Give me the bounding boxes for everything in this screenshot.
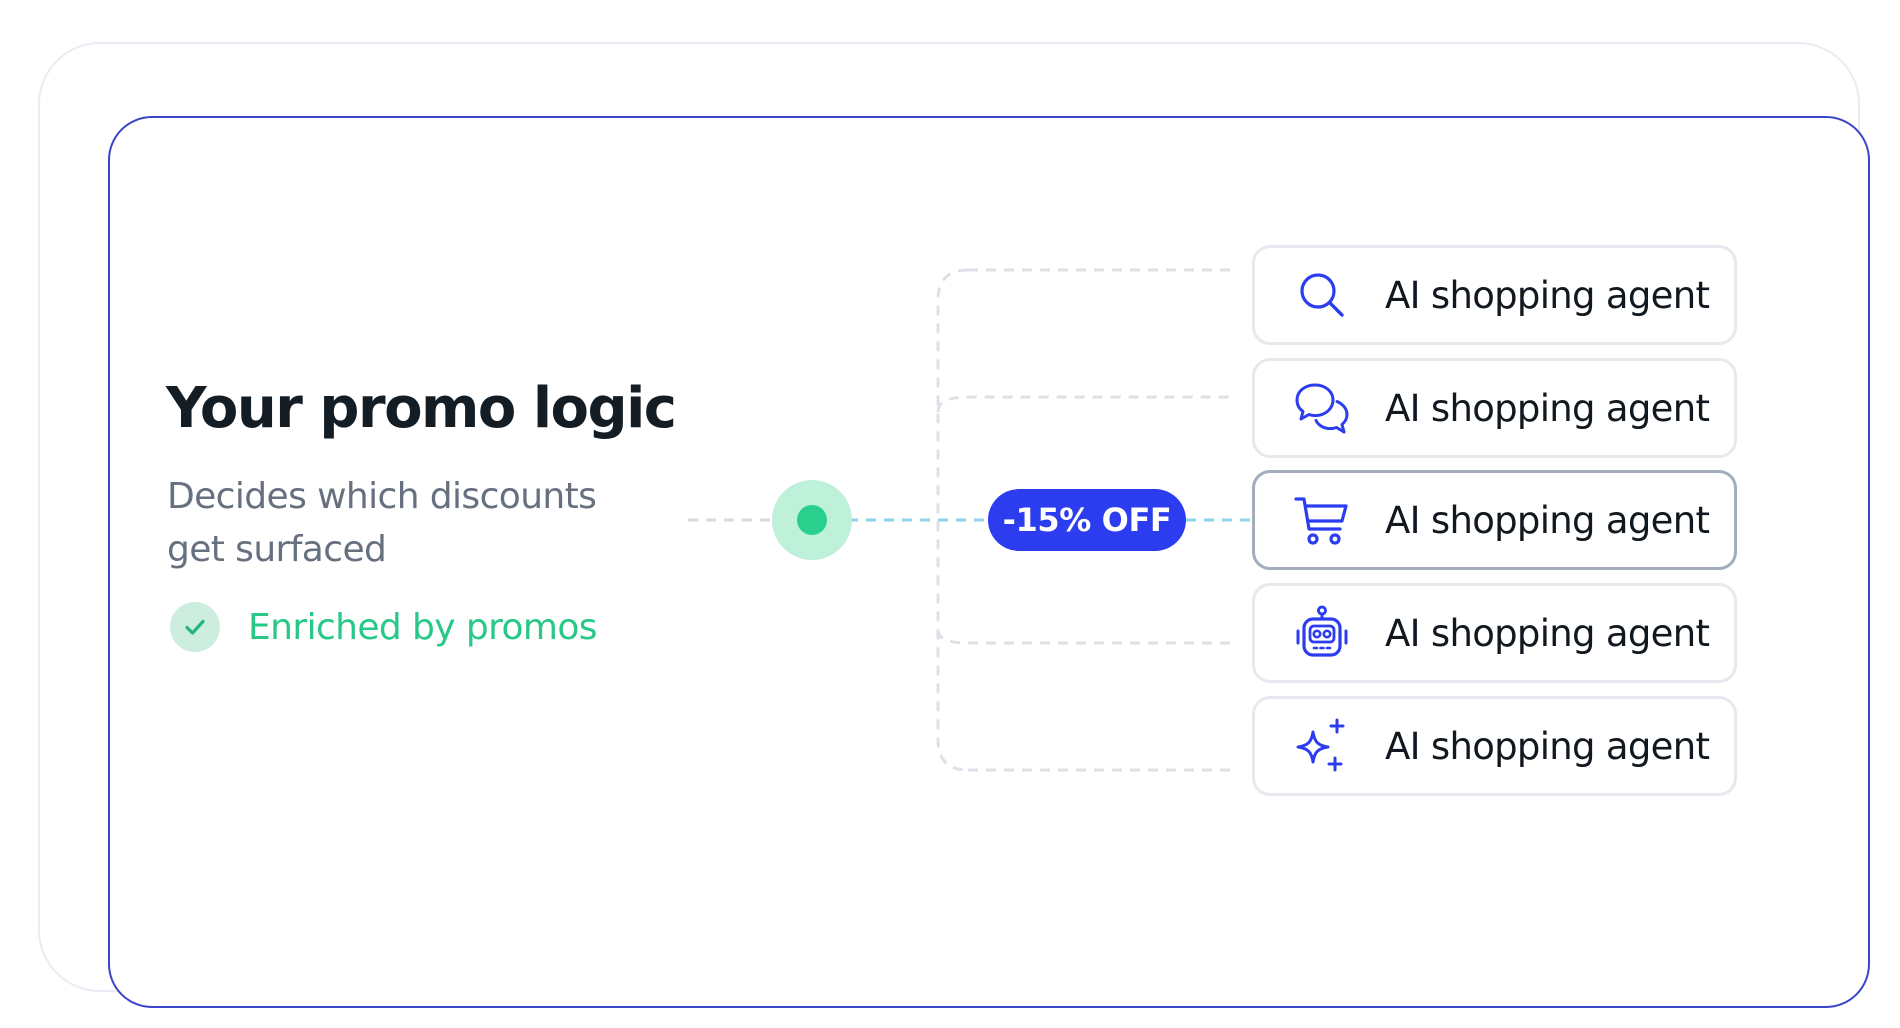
agent-card-robot[interactable]: AI shopping agent xyxy=(1252,583,1737,683)
agent-label: AI shopping agent xyxy=(1385,611,1710,655)
discount-badge: -15% OFF xyxy=(988,489,1186,551)
check-icon xyxy=(170,602,220,652)
agent-label: AI shopping agent xyxy=(1385,386,1710,430)
search-icon xyxy=(1291,264,1353,326)
enriched-status: Enriched by promos xyxy=(170,601,598,653)
agent-label: AI shopping agent xyxy=(1385,724,1710,768)
cart-icon xyxy=(1291,489,1353,551)
subtitle: Decides which discounts get surfaced xyxy=(167,476,597,570)
robot-icon xyxy=(1291,602,1353,664)
chat-bubbles-icon xyxy=(1291,377,1353,439)
page-title: Your promo logic xyxy=(166,376,677,441)
agent-card-cart[interactable]: AI shopping agent xyxy=(1252,470,1737,570)
agent-label: AI shopping agent xyxy=(1385,273,1710,317)
hub-node xyxy=(797,505,827,535)
agent-card-search[interactable]: AI shopping agent xyxy=(1252,245,1737,345)
agent-card-sparkles[interactable]: AI shopping agent xyxy=(1252,696,1737,796)
sparkles-icon xyxy=(1291,715,1353,777)
agent-card-chat[interactable]: AI shopping agent xyxy=(1252,358,1737,458)
agent-label: AI shopping agent xyxy=(1385,498,1710,542)
enriched-label: Enriched by promos xyxy=(248,606,598,648)
